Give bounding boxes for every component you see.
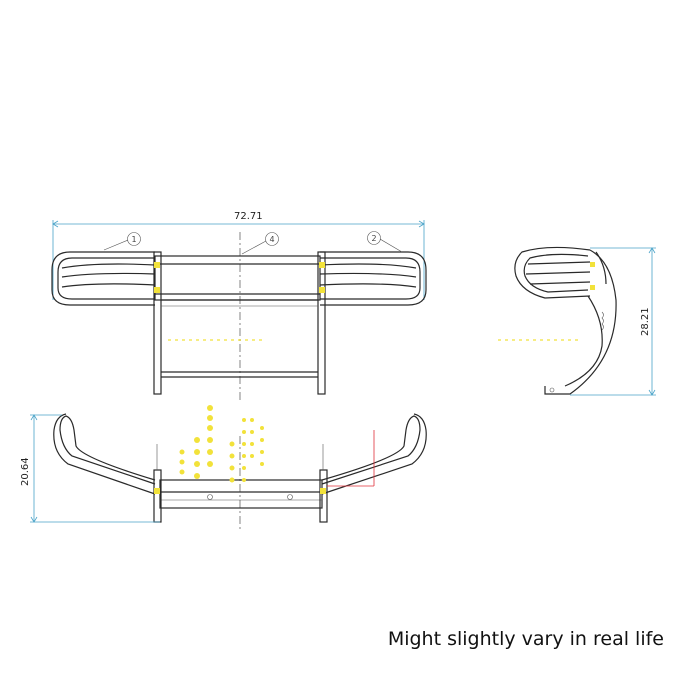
balloon-4: 4	[241, 232, 279, 255]
svg-text:2: 2	[372, 234, 377, 243]
side-view: 28.21	[498, 246, 656, 396]
front-view: 72.71 1	[51, 211, 427, 400]
width-dimension-label: 72.71	[234, 211, 263, 222]
disclaimer-note: Might slightly vary in real life	[387, 628, 664, 650]
highlight-dots	[154, 405, 326, 494]
svg-text:1: 1	[132, 235, 137, 244]
balloon-1: 1	[103, 232, 141, 251]
top-height-dimension-label: 20.64	[20, 457, 31, 486]
balloon-2: 2	[367, 231, 403, 253]
svg-text:4: 4	[270, 235, 275, 244]
side-height-dimension-label: 28.21	[640, 307, 651, 336]
top-view: 20.64	[20, 405, 427, 532]
